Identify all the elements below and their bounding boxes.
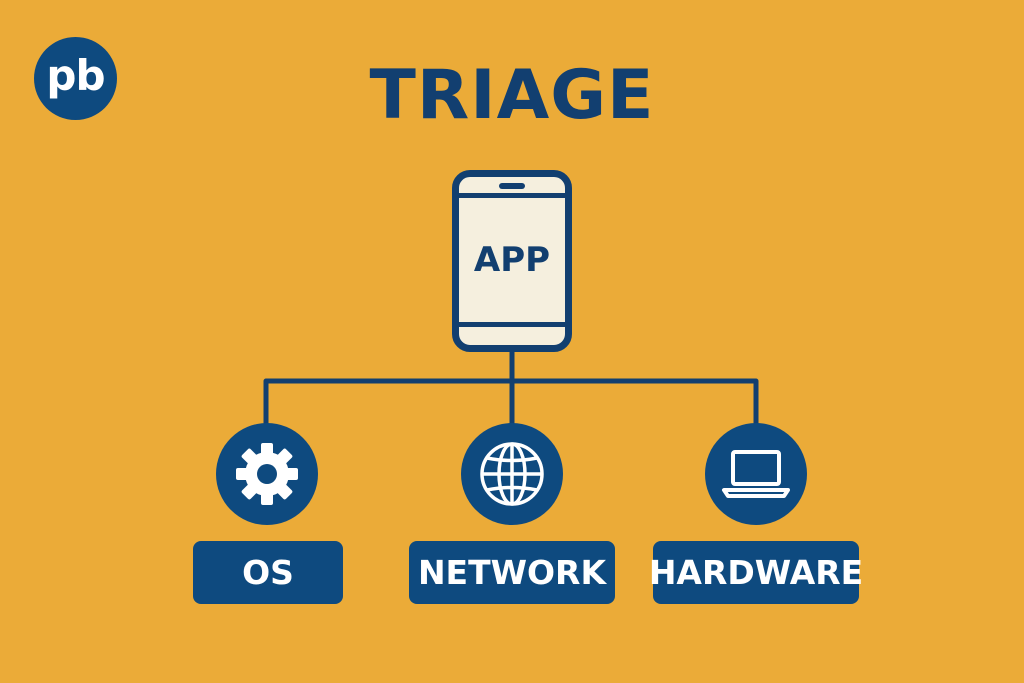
hardware-node-icon-circle bbox=[705, 423, 807, 525]
network-label: NETWORK bbox=[409, 541, 615, 604]
os-node-icon-circle bbox=[216, 423, 318, 525]
phone-speaker bbox=[499, 183, 525, 189]
phone-bottom-bar bbox=[459, 322, 565, 327]
os-label: OS bbox=[193, 541, 343, 604]
network-node-icon-circle bbox=[461, 423, 563, 525]
app-node: APP bbox=[452, 170, 572, 352]
logo-text: pb bbox=[46, 50, 105, 100]
laptop-icon bbox=[722, 450, 790, 498]
logo-badge: pb bbox=[34, 37, 117, 120]
hardware-label: HARDWARE bbox=[649, 541, 863, 604]
phone-top-bar bbox=[459, 193, 565, 198]
page-title: TRIAGE bbox=[369, 56, 655, 135]
connector-branch-bar bbox=[263, 378, 759, 430]
globe-icon bbox=[480, 442, 544, 506]
gear-icon bbox=[236, 443, 298, 505]
app-label: APP bbox=[473, 240, 551, 280]
